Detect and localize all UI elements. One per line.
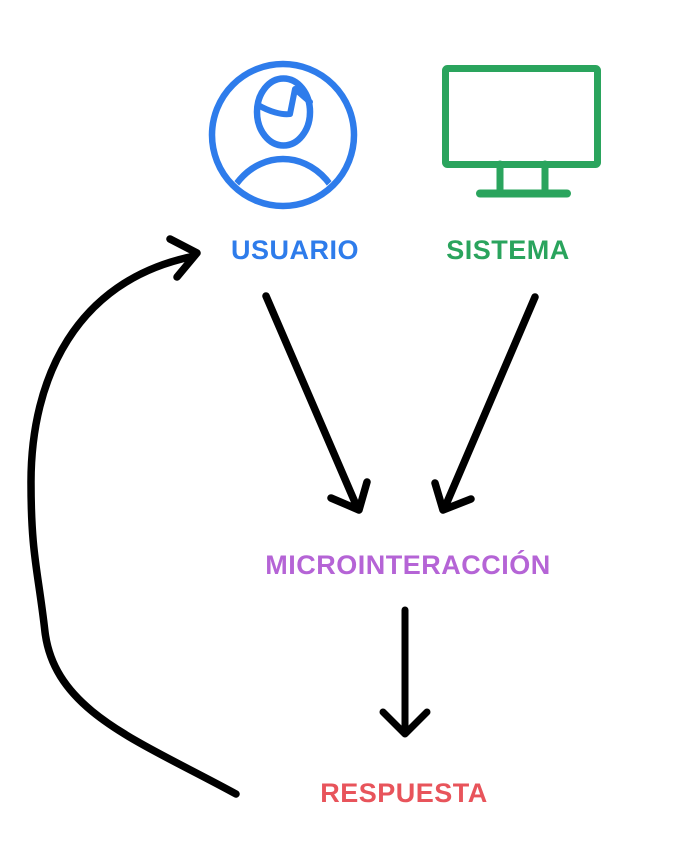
arrow-sistema-to-microinteraccion <box>431 293 539 514</box>
user-circle-icon <box>208 60 358 210</box>
label-respuesta: RESPUESTA <box>320 778 488 808</box>
label-sistema: SISTEMA <box>446 235 570 265</box>
label-microinteraccion: MICROINTERACCIÓN <box>265 550 551 580</box>
label-usuario: USUARIO <box>230 235 360 265</box>
arrow-usuario-to-microinteraccion <box>262 292 371 514</box>
monitor-icon <box>442 65 601 198</box>
arrow-respuesta-to-usuario-feedback <box>27 235 240 798</box>
arrow-microinteraccion-to-respuesta <box>379 606 431 738</box>
